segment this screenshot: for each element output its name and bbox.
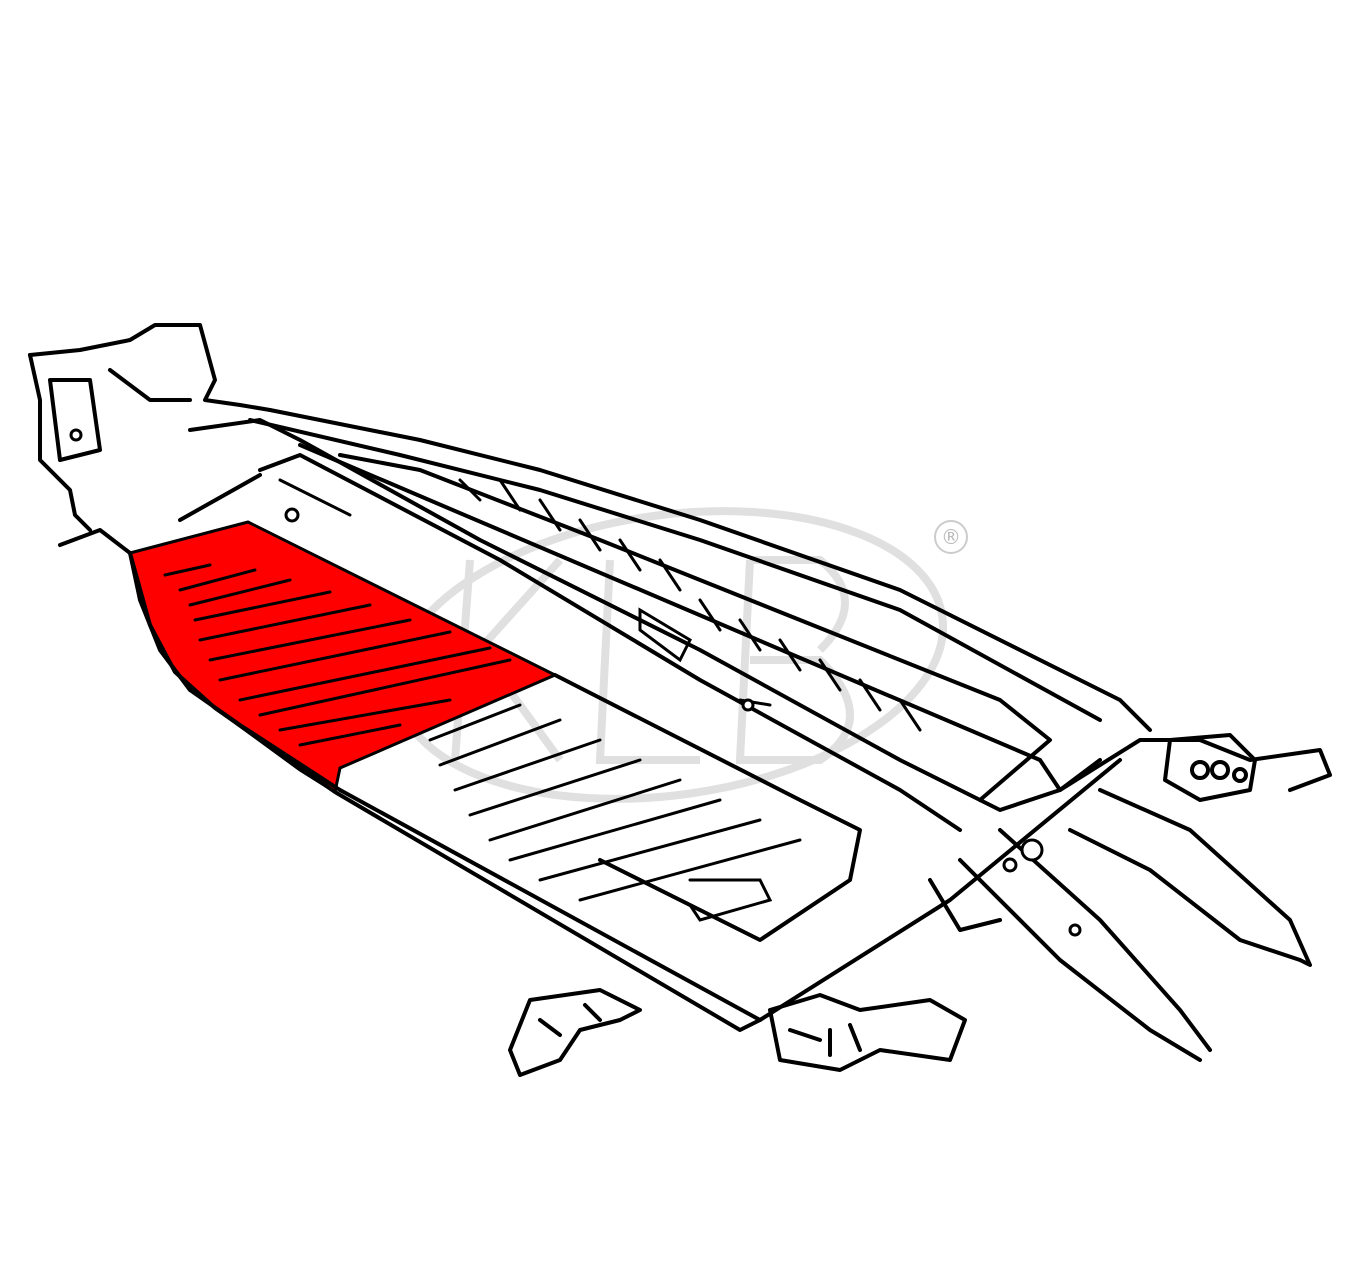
frame-holes bbox=[69, 428, 1082, 937]
registered-mark: ® bbox=[934, 520, 968, 554]
floor-pan-ribs bbox=[278, 478, 922, 922]
highlighted-ribs bbox=[163, 563, 512, 747]
chassis-outline bbox=[28, 323, 1332, 1077]
